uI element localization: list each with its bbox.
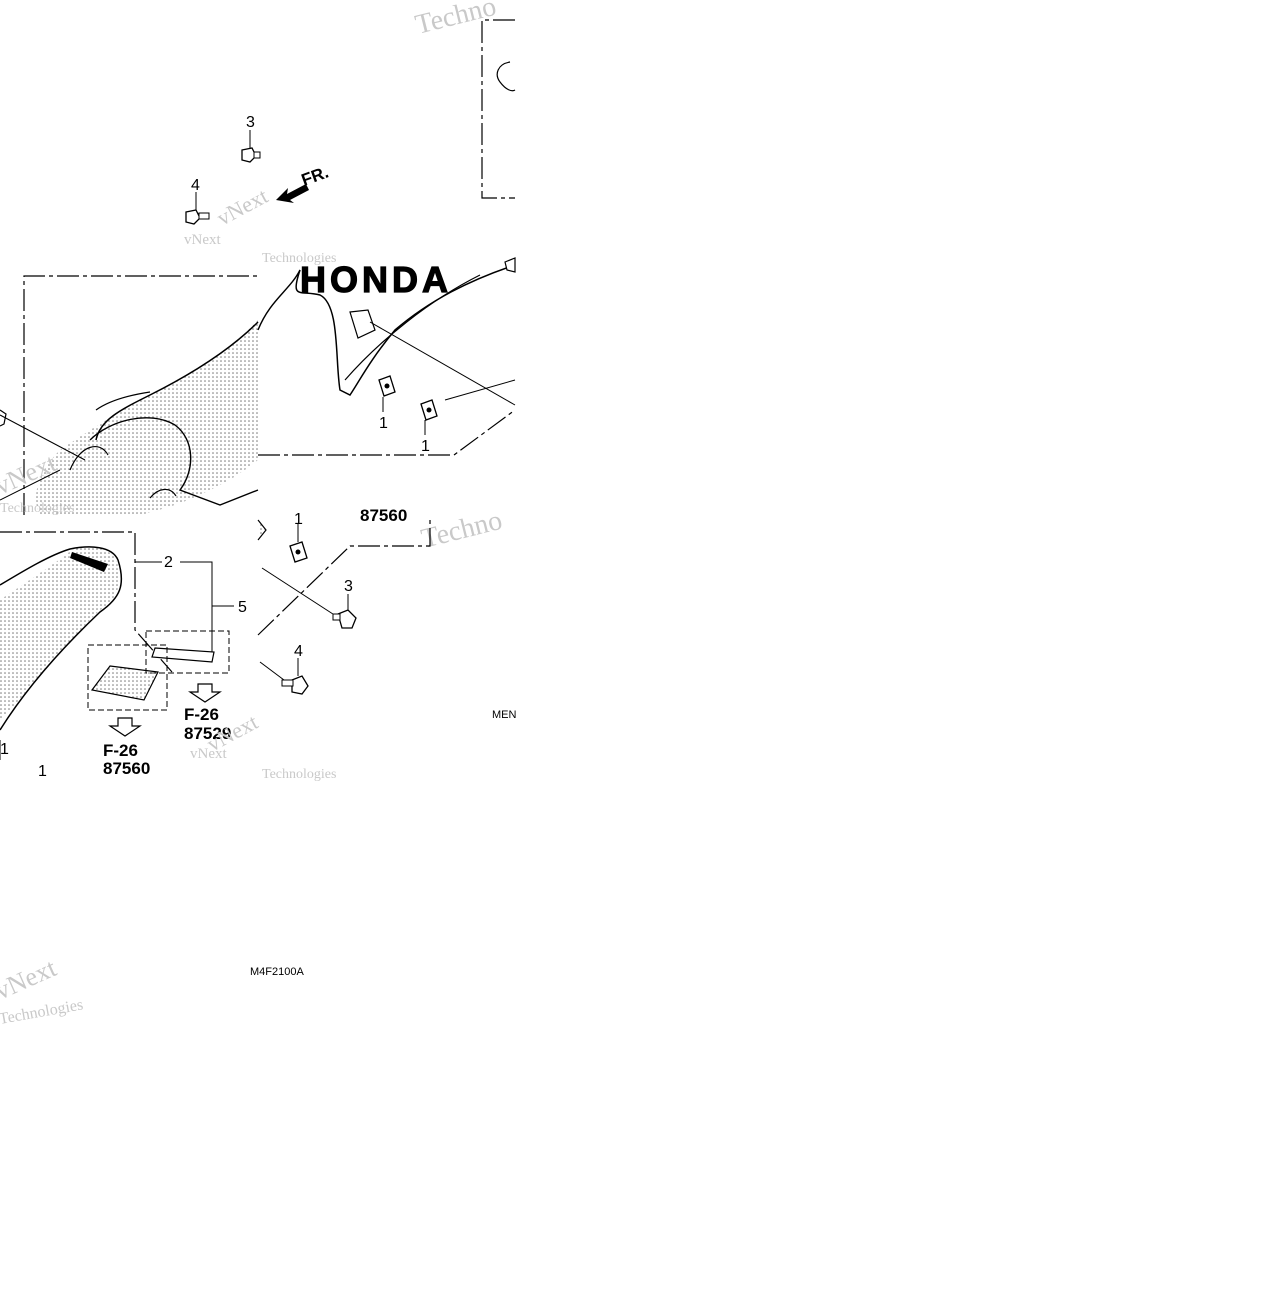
callout-3: 3 xyxy=(246,114,255,131)
detail-frame xyxy=(0,531,173,673)
fender-edge xyxy=(257,519,267,541)
tile-center: HONDA 1 1 xyxy=(257,257,516,456)
fender-arch xyxy=(89,417,259,506)
mount-tab xyxy=(349,309,376,339)
watermark-text: vNext xyxy=(184,232,221,248)
partial-code: MEN xyxy=(492,709,517,721)
detail-frame xyxy=(257,520,431,636)
watermark-text: Technologies xyxy=(0,501,74,516)
clip-nut-icon xyxy=(420,399,438,421)
leader-line xyxy=(259,661,285,681)
callout-5: 5 xyxy=(238,599,247,616)
tile-top-right: Techno 3 4 FR. vNext vNext xyxy=(184,0,516,248)
bracket-part xyxy=(496,61,516,92)
tile-bottom-left: 2 5 F-26 87529 F-26 87560 1 1 vNext vNex… xyxy=(0,531,262,780)
reference-arrow-icon xyxy=(188,683,222,703)
bolt-icon xyxy=(504,257,516,273)
fender-edge xyxy=(149,488,177,499)
reference-page: F-26 xyxy=(184,705,219,724)
watermark-text: Technologies xyxy=(262,767,336,782)
bolt-3-icon xyxy=(332,609,357,629)
callout-4: 4 xyxy=(294,643,303,660)
brand-logo-text: HONDA xyxy=(300,259,452,300)
watermark-text: Technologies xyxy=(262,251,336,266)
callout-1: 1 xyxy=(421,438,430,455)
tile-bottom-center: 87560 Techno 1 3 4 MEN Technologies xyxy=(257,505,517,782)
leader-line xyxy=(0,414,86,461)
watermark-text: vNext xyxy=(0,953,61,1006)
clip-nut-icon xyxy=(289,541,308,563)
fender-edge xyxy=(95,321,259,441)
reference-page: F-26 xyxy=(103,741,138,760)
callout-2: 2 xyxy=(164,554,173,571)
watermark-text: vNext xyxy=(213,183,272,230)
leader-line xyxy=(369,321,516,406)
reference-arrow-icon xyxy=(108,717,142,737)
fender-rib xyxy=(344,274,481,381)
drawing-code: M4F2100A xyxy=(250,966,304,978)
callout-1: 1 xyxy=(38,763,47,780)
reference-part-number: 87560 xyxy=(360,506,407,525)
watermark-text: vNext xyxy=(190,746,227,762)
tile-lower: M4F2100A vNext Technologies xyxy=(0,953,304,1028)
callout-3: 3 xyxy=(344,578,353,595)
callout-1: 1 xyxy=(0,741,9,758)
leader-line xyxy=(168,561,213,657)
bolt-4-icon xyxy=(185,209,210,225)
watermark-text: Techno xyxy=(418,505,505,555)
direction-label: FR. xyxy=(299,163,331,190)
bolt-4-icon xyxy=(281,675,309,695)
label-5-box xyxy=(145,630,230,674)
callout-4: 4 xyxy=(191,177,200,194)
caution-label-icon xyxy=(90,665,159,701)
leader-line xyxy=(261,567,337,617)
leader-line xyxy=(444,379,516,401)
clip-nut-icon xyxy=(378,375,396,397)
front-direction-arrow-icon xyxy=(276,184,309,203)
fender-edge xyxy=(69,446,109,471)
fender-edge xyxy=(95,391,151,411)
leader-line xyxy=(0,469,61,501)
rear-fender-shading xyxy=(0,547,120,720)
detail-frame xyxy=(23,275,258,515)
rear-fender-emblem xyxy=(70,552,108,572)
reference-part-number: 87529 xyxy=(184,724,231,743)
callout-1: 1 xyxy=(379,415,388,432)
rear-fender-outline xyxy=(0,546,123,731)
callout-1: 1 xyxy=(294,511,303,528)
label-2-box xyxy=(87,644,168,711)
detail-frame xyxy=(481,19,515,199)
watermark-text: Technologies xyxy=(0,996,84,1028)
reference-part-number: 87560 xyxy=(103,759,150,778)
tile-left: Technologies vNext Technologies xyxy=(0,251,336,516)
fender-edge xyxy=(257,269,301,331)
bolt-3-icon xyxy=(241,147,261,163)
detail-frame xyxy=(258,409,516,456)
bolt-icon xyxy=(0,409,7,427)
